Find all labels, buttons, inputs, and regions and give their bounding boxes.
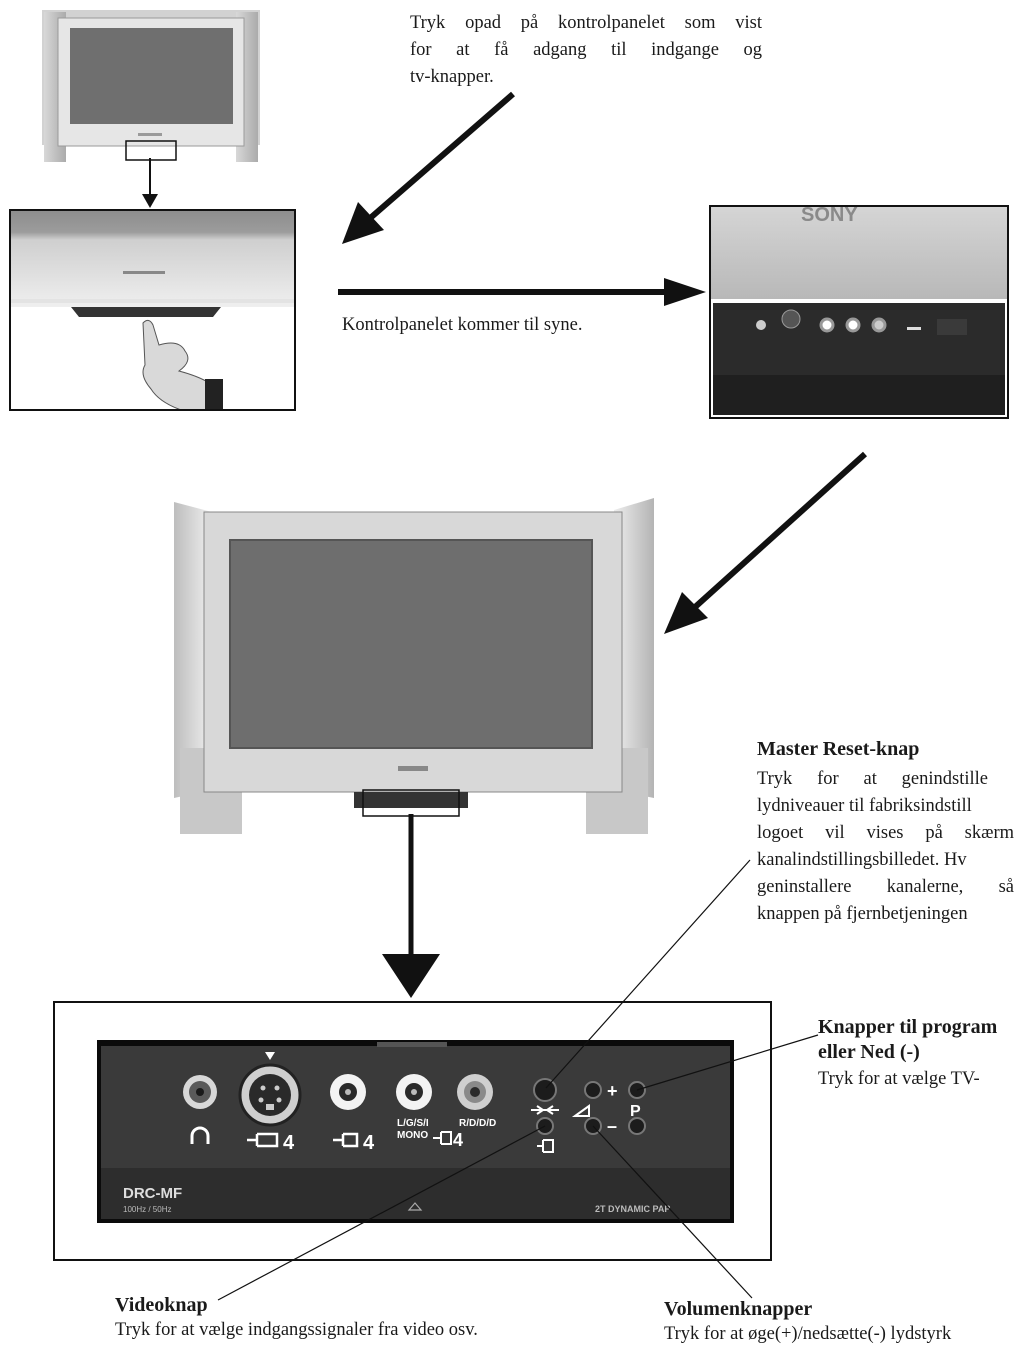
master-reset-line-6: knappen på fjernbetjeningen	[757, 904, 968, 924]
volume-down-button[interactable]	[584, 1117, 602, 1135]
arrow-down-small	[140, 158, 160, 210]
arrow-diagonal-top	[338, 90, 518, 250]
video-jack[interactable]	[330, 1074, 366, 1110]
large-tv-photo	[174, 498, 654, 838]
drc-mf-label: DRC-MF	[123, 1185, 182, 1202]
zoom-finger-photo	[9, 209, 296, 411]
frequency-label: 100Hz / 50Hz	[123, 1205, 171, 1214]
s-video-jack[interactable]	[238, 1063, 302, 1127]
headphone-icon	[190, 1126, 210, 1144]
master-reset-button[interactable]	[533, 1078, 557, 1102]
audio-right-jack[interactable]	[457, 1074, 493, 1110]
dynamic-label: 2T DYNAMIC PAP	[595, 1204, 670, 1214]
mono-label: MONO	[397, 1130, 428, 1141]
intro-line-2: for at få adgang til indgange og	[410, 40, 762, 60]
video-select-button[interactable]	[536, 1117, 554, 1135]
s-video-input-number: 4	[283, 1132, 295, 1154]
panel-appears-caption: Kontrolpanelet kommer til syne.	[342, 315, 583, 335]
volume-up-button[interactable]	[584, 1081, 602, 1099]
video-button-desc: Tryk for at vælge indgangssignaler fra v…	[115, 1320, 478, 1340]
headphone-jack[interactable]	[183, 1075, 217, 1109]
arrow-right	[338, 276, 708, 308]
audio-right-label: R/D/D/D	[459, 1118, 496, 1129]
intro-line-1: Tryk opad på kontrolpanelet som vist	[410, 13, 762, 33]
sony-logo: SONY	[801, 207, 858, 226]
master-reset-line-1: Tryk for at genindstille	[757, 769, 988, 789]
plus-label: +	[607, 1081, 618, 1101]
program-buttons-desc: Tryk for at vælge TV-	[818, 1069, 980, 1089]
master-reset-title: Master Reset-knap	[757, 738, 920, 760]
master-reset-line-4: kanalindstillingsbilledet. Hv	[757, 850, 967, 870]
volume-icon	[571, 1104, 590, 1117]
audio-left-jack[interactable]	[396, 1074, 432, 1110]
small-tv-photo	[42, 10, 260, 168]
minus-label: –	[607, 1116, 617, 1136]
arrow-down-large	[380, 814, 442, 1000]
open-panel-photo: SONY	[709, 205, 1009, 419]
master-reset-line-2: lydniveauer til fabriksindstill	[757, 796, 972, 816]
master-reset-line-5: geninstallere kanalerne, så	[757, 877, 1014, 897]
master-reset-line-3: logoet vil vises på skærm	[757, 823, 1014, 843]
audio-input-number: 4	[453, 1130, 463, 1150]
arrow-diagonal-middle	[660, 450, 870, 640]
volume-buttons-desc: Tryk for at øge(+)/nedsætte(-) lydstyrk	[664, 1324, 952, 1344]
intro-line-3: tv-knapper.	[410, 67, 494, 87]
program-label: P	[630, 1103, 641, 1120]
program-buttons-title-1: Knapper til program	[818, 1016, 998, 1038]
control-panel: 4 4 L/G/S/I MONO 4 R/D/D/D	[97, 1040, 734, 1223]
video-button-title: Videoknap	[115, 1294, 208, 1316]
volume-buttons-title: Volumenknapper	[664, 1298, 813, 1320]
program-up-button[interactable]	[628, 1081, 646, 1099]
video-input-number: 4	[363, 1132, 375, 1154]
program-buttons-title-2: eller Ned (-)	[818, 1041, 920, 1063]
program-down-button[interactable]	[628, 1117, 646, 1135]
audio-left-label: L/G/S/I	[397, 1118, 429, 1129]
master-reset-icon	[531, 1105, 559, 1115]
